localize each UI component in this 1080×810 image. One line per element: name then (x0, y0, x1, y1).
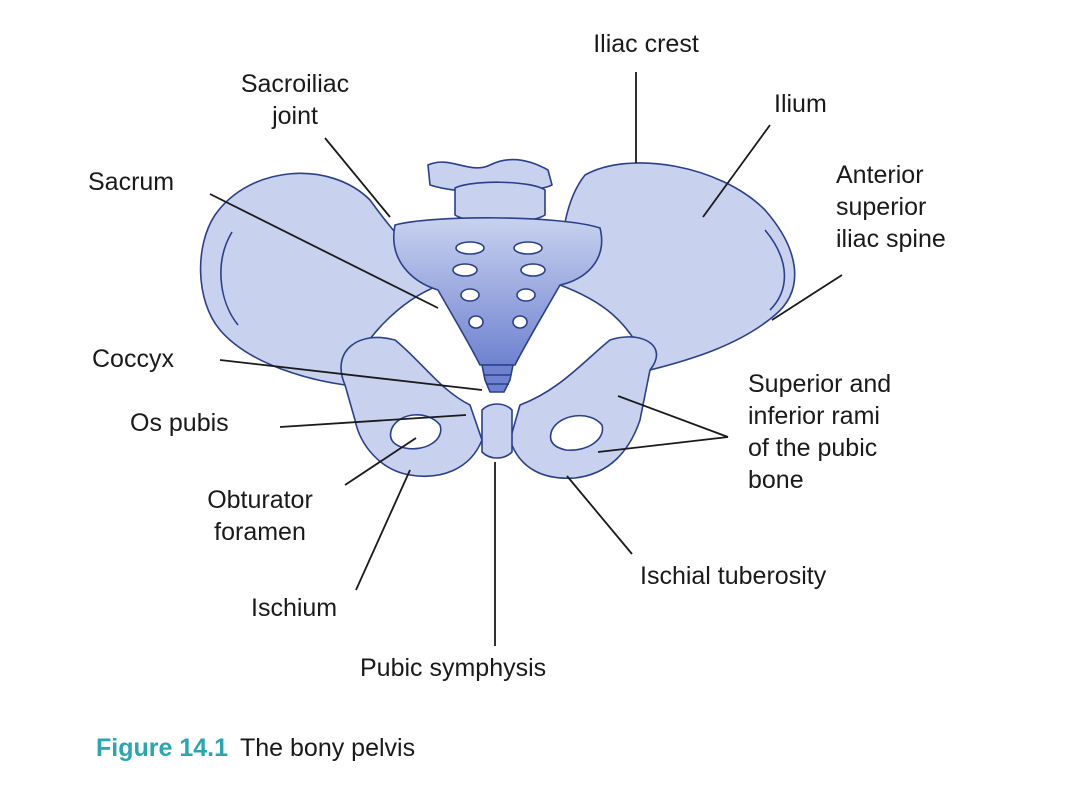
leader-os-pubis (279, 414, 467, 428)
leader-inferior-ramus (597, 436, 729, 453)
label-line: foramen (214, 518, 306, 546)
label-line: Sacroiliac (240, 70, 350, 98)
right-ischium (509, 336, 658, 480)
leader-sacrum (209, 193, 439, 309)
sacral-foramen (512, 315, 528, 329)
leader-obturator-foramen (344, 437, 417, 486)
label-line: inferior rami (748, 402, 880, 430)
sacral-foramen (460, 288, 480, 302)
figure-number: Figure 14.1 (96, 734, 228, 762)
right-obturator-foramen (549, 414, 604, 451)
leader-ischium (355, 469, 411, 591)
pubic-symphysis-bone (481, 403, 513, 459)
label-iliac-crest: Iliac crest (593, 30, 699, 58)
sacral-foramen (513, 241, 543, 255)
label-sacrum: Sacrum (88, 168, 175, 196)
label-ischium: Ischium (251, 594, 338, 622)
sacrum-bone (393, 217, 603, 366)
figure-caption: Figure 14.1 The bony pelvis (96, 734, 415, 763)
label-line: bone (748, 466, 804, 494)
label-os-pubis: Os pubis (130, 409, 229, 437)
label-sacroiliac-joint: Sacroiliac joint (195, 68, 395, 132)
label-pubic-rami: Superior and inferior rami of the pubic … (748, 368, 891, 496)
sacral-foramen (516, 288, 536, 302)
label-line: Obturator (207, 486, 313, 514)
label-line: Anterior (836, 161, 924, 189)
pelvis-illustration (199, 158, 796, 480)
label-line: iliac spine (836, 225, 946, 253)
figure-title: The bony pelvis (240, 734, 416, 762)
left-obturator-foramen (389, 414, 442, 450)
label-pubic-symphysis: Pubic symphysis (360, 654, 547, 682)
sacral-foramina (452, 241, 546, 329)
label-line: superior (836, 193, 927, 221)
leader-coccyx (219, 359, 483, 391)
sacral-foramen (452, 263, 478, 277)
label-obturator-foramen: Obturator foramen (160, 484, 360, 548)
label-ischial-tuberosity: Ischial tuberosity (640, 562, 827, 590)
left-ilium-rim (220, 231, 239, 326)
coccyx-bone (481, 364, 514, 393)
label-line: joint (272, 102, 318, 130)
lumbar-vertebra-body (454, 181, 546, 224)
label-line: of the pubic (748, 434, 878, 462)
sacral-foramen (520, 263, 546, 277)
right-ilium-rim (764, 229, 786, 311)
label-ilium: Ilium (774, 90, 827, 118)
label-line: Superior and (748, 370, 892, 398)
right-ilium (559, 162, 796, 371)
leader-lines (209, 72, 843, 646)
sacral-foramen (468, 315, 484, 329)
sacral-foramen (455, 241, 485, 255)
leader-asis (771, 274, 843, 321)
label-anterior-superior-iliac-spine: Anterior superior iliac spine (836, 159, 946, 255)
leader-ilium (702, 124, 771, 218)
leader-superior-ramus (617, 395, 729, 438)
label-coccyx: Coccyx (92, 345, 174, 373)
left-ischium (340, 336, 483, 477)
leader-ischial-tuberosity (566, 475, 633, 555)
leader-sacroiliac-joint (324, 137, 391, 218)
